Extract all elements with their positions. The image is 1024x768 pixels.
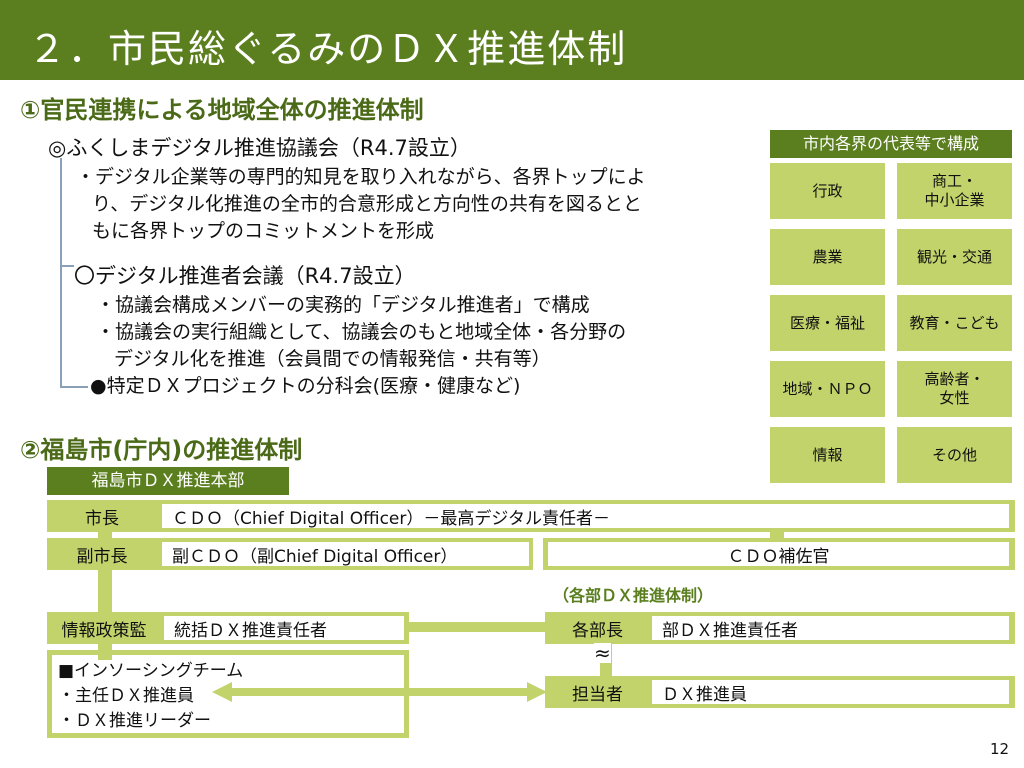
dept-head-label: 各部長 [572,620,623,641]
promoters-desc-line: デジタル化を推進（会員間での情報発信・共有等） [114,348,551,370]
info-policy-role: 統括ＤＸ推進責任者 [164,616,404,641]
vice-mayor-role: 副ＣＤＯ（副Chief Digital Officer） [162,542,529,567]
promoters-desc-line: ・協議会の実行組織として、協議会のもと地域全体・各分野の [96,321,627,343]
member-cell: 地域・ＮＰＯ [770,361,885,417]
slide-title: ２．市民総ぐるみのＤＸ推進体制 [0,0,1024,80]
member-cell: 行政 [770,163,885,219]
staff-label: 担当者 [572,684,623,705]
mayor-role: ＣＤＯ（Chief Digital Officer）－最高デジタル責任者－ [162,504,1009,529]
members-title: 市内各界の代表等で構成 [770,130,1012,158]
member-cell: 情報 [770,427,885,483]
staff-role: ＤＸ推進員 [652,680,1009,705]
insourcing-team: ■インソーシングチーム ・主任ＤＸ推進員 ・ＤＸ推進リーダー [47,650,409,738]
council-heading: ◎ふくしまデジタル推進協議会（R4.7設立） [48,136,471,160]
member-cell: 農業 [770,229,885,285]
vice-mayor-label: 副市長 [76,546,128,567]
member-cell: 教育・こども [897,295,1012,351]
page-number: 12 [990,740,1010,758]
member-cell: その他 [897,427,1012,483]
promoters-desc-line: ・協議会構成メンバーの実務的「デジタル推進者」で構成 [96,294,590,316]
team-member: ・主任ＤＸ推進員 [58,686,194,706]
team-member: ・ＤＸ推進リーダー [58,711,211,731]
team-title: ■インソーシングチーム [58,661,244,681]
member-cell: 医療・福祉 [770,295,885,351]
council-desc-line: もに各界トップのコミットメントを形成 [92,220,435,242]
info-policy-label: 情報政策監 [61,620,147,641]
double-arrow-icon [212,682,547,702]
mayor-label: 市長 [85,508,119,529]
council-desc-line: り、デジタル化推進の全市的合意形成と方向性の共有を図るとと [92,193,642,215]
member-cell: 観光・交通 [897,229,1012,285]
section2-heading: ②福島市(庁内)の推進体制 [20,436,303,464]
promoters-heading: 〇デジタル推進者会議（R4.7設立） [74,264,416,288]
dept-head-role: 部ＤＸ推進責任者 [652,616,1009,641]
cdo-assistant: ＣＤＯ補佐官 [548,542,1009,567]
member-cell: 高齢者・ 女性 [897,361,1012,417]
dept-heading: （各部ＤＸ推進体制） [553,586,714,605]
hq-label: 福島市ＤＸ推進本部 [47,467,289,495]
approx-symbol: ≈ [594,641,611,665]
section1-heading: ①官民連携による地域全体の推進体制 [20,96,424,124]
council-desc-line: ・デジタル企業等の専門的知見を取り入れながら、各界トップによ [76,166,646,188]
subcommittee: ●特定ＤＸプロジェクトの分科会(医療・健康など) [90,375,521,397]
member-cell: 商工・ 中小企業 [897,163,1012,219]
